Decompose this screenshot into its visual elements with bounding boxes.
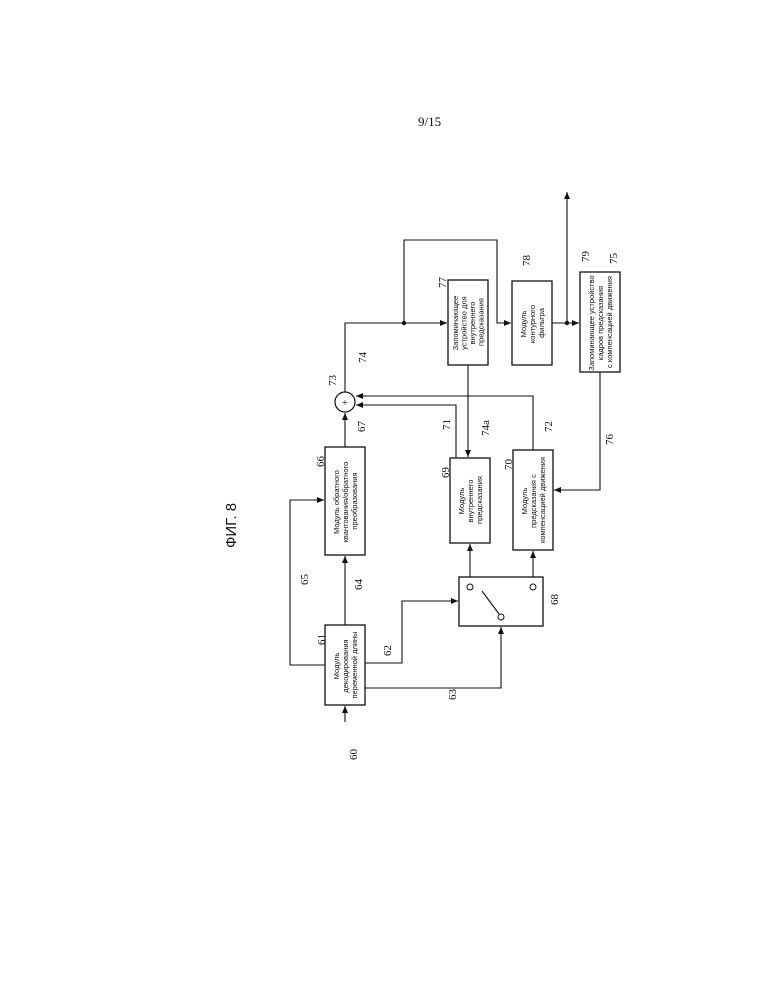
ref-73: 73 xyxy=(327,375,339,387)
ref-71: 71 xyxy=(441,419,453,430)
ref-66: 66 xyxy=(315,456,327,468)
ref-69: 69 xyxy=(440,467,452,479)
ref-67: 67 xyxy=(356,421,368,433)
ref-61: 61 xyxy=(316,634,328,645)
ref-79: 79 xyxy=(580,251,592,263)
motion-compensated-prediction-block: Модуль предсказания с компенсацией движе… xyxy=(513,450,553,550)
ref-68: 68 xyxy=(549,594,561,606)
ref-75: 75 xyxy=(608,253,620,265)
selector-switch xyxy=(459,577,543,626)
figure-title: ФИГ. 8 xyxy=(223,503,240,548)
ref-70: 70 xyxy=(503,459,515,471)
adder: + xyxy=(335,392,355,412)
ref-60: 60 xyxy=(348,749,360,761)
ref-63: 63 xyxy=(447,689,459,701)
svg-text:Модуль контурного: Модуль контурного фильтра xyxy=(519,303,546,343)
ref-62: 62 xyxy=(382,645,394,656)
inverse-quantization-transform-block: Модуль обратного квантования/обратного п… xyxy=(325,447,365,555)
ref-76: 76 xyxy=(604,434,616,446)
intra-prediction-block: Модуль внутреннего предсказания xyxy=(450,458,490,543)
svg-text:Запоминающее устройство: Запоминающее устройство кадров предсказа… xyxy=(587,273,614,370)
svg-text:Запоминающее устройство: Запоминающее устройство для внутреннего … xyxy=(451,294,486,351)
variable-length-decoding-block: Модуль декодирования переменной длины xyxy=(325,625,365,705)
ref-77: 77 xyxy=(437,277,449,289)
loop-filter-block: Модуль контурного фильтра xyxy=(512,281,552,365)
svg-text:+: + xyxy=(342,397,348,409)
ref-74: 74 xyxy=(357,352,369,364)
ref-74a: 74a xyxy=(480,420,492,436)
ref-64: 64 xyxy=(353,579,365,591)
motion-compensated-frame-memory-block: Запоминающее устройство кадров предсказа… xyxy=(580,272,620,372)
ref-65: 65 xyxy=(299,574,311,586)
ref-78: 78 xyxy=(521,255,533,267)
intra-prediction-memory-block: Запоминающее устройство для внутреннего … xyxy=(448,280,488,365)
ref-72: 72 xyxy=(543,421,555,432)
